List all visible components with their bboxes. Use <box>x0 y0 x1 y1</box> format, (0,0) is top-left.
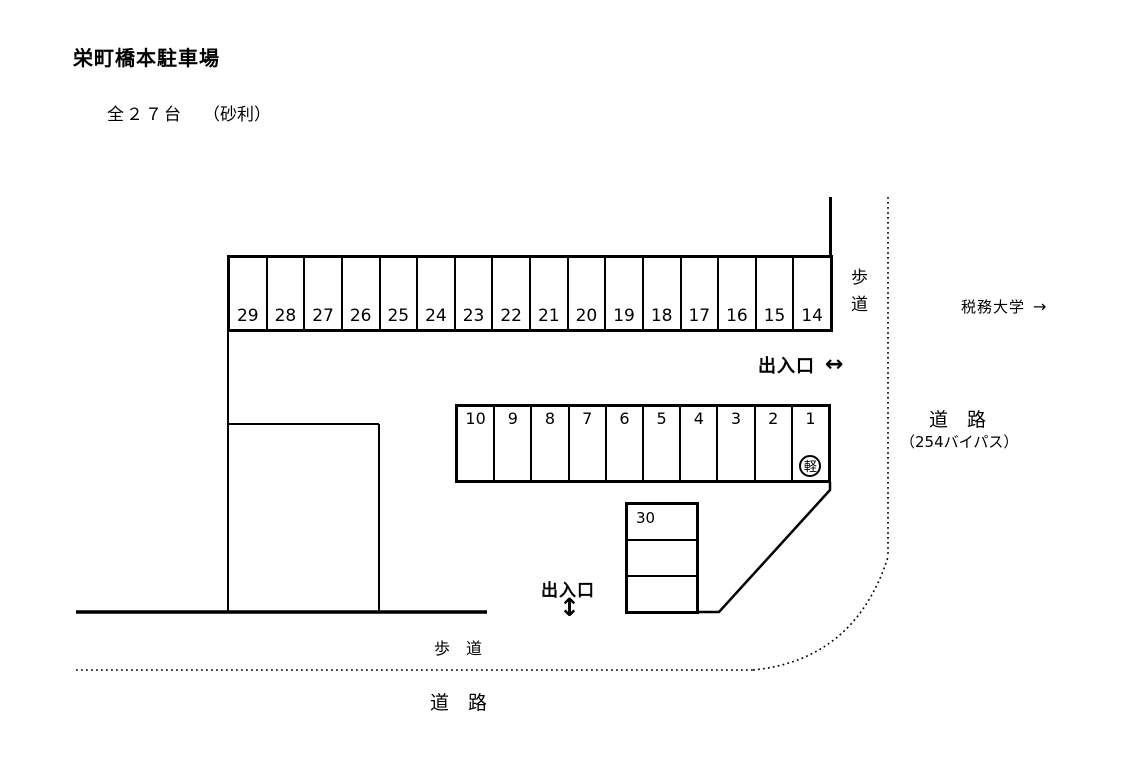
parking-space-19: 19 <box>606 258 644 329</box>
space-number: 6 <box>619 409 630 428</box>
surface-label: （砂利） <box>203 105 271 125</box>
space-number: 15 <box>763 306 786 326</box>
entrance-top: 出入口 ↔ <box>758 352 843 378</box>
entrance-top-label: 出入口 <box>758 356 815 377</box>
parking-space-26: 26 <box>343 258 381 329</box>
space-number: 10 <box>465 409 486 428</box>
parking-space-5: 5 <box>644 407 682 480</box>
space-number: 3 <box>730 409 742 428</box>
parking-space-16: 16 <box>719 258 757 329</box>
space-number: 9 <box>507 409 518 428</box>
space-number: 8 <box>544 409 556 428</box>
parking-space-30: 30 <box>628 505 696 541</box>
space-number: 7 <box>582 409 593 428</box>
parking-space-8: 8 <box>532 407 570 480</box>
parking-space-20: 20 <box>569 258 607 329</box>
right-arrow-icon: → <box>1033 296 1047 316</box>
parking-space-29: 29 <box>230 258 268 329</box>
space-number: 19 <box>613 306 635 326</box>
space-number: 20 <box>575 306 598 326</box>
parking-space-17: 17 <box>682 258 720 329</box>
parking-space-14: 14 <box>794 258 830 329</box>
parking-space-7: 7 <box>570 407 607 480</box>
space-number: 17 <box>688 306 711 326</box>
parking-block-bottom: 30 <box>625 502 699 614</box>
space-number: 16 <box>726 306 748 326</box>
space-number: 18 <box>650 306 673 326</box>
space-number: 26 <box>349 306 372 326</box>
road-bottom-label: 道 路 <box>430 692 488 714</box>
parking-space-blank <box>628 541 696 577</box>
parking-space-25: 25 <box>381 258 419 329</box>
road-right-sub-label: （254バイパス） <box>900 433 1019 451</box>
parking-space-22: 22 <box>493 258 531 329</box>
kei-car-mark: 軽 <box>799 455 822 477</box>
space-number <box>628 550 636 556</box>
parking-space-28: 28 <box>268 258 306 329</box>
space-number: 22 <box>500 306 522 326</box>
space-number: 29 <box>236 306 259 326</box>
space-number: 4 <box>693 409 704 428</box>
space-number: 1 <box>805 409 816 428</box>
parking-space-27: 27 <box>305 258 343 329</box>
parking-space-4: 4 <box>681 407 719 480</box>
up-down-arrow-icon: ↕ <box>559 593 580 622</box>
southeast-diagonal-boundary-line <box>697 482 832 614</box>
parking-space-blank <box>628 577 696 611</box>
parking-space-24: 24 <box>418 258 456 329</box>
parking-space-6: 6 <box>607 407 645 480</box>
space-number <box>628 586 636 592</box>
space-number: 23 <box>462 306 485 326</box>
parking-row-top: 29 28 27 26 25 24 23 22 21 20 19 18 17 16 15 14 <box>227 255 833 332</box>
page-title: 栄町橋本駐車場 <box>73 46 220 70</box>
space-number: 25 <box>387 306 410 326</box>
parking-space-23: 23 <box>456 258 494 329</box>
parking-space-9: 9 <box>495 407 533 480</box>
parking-space-21: 21 <box>531 258 569 329</box>
parking-space-15: 15 <box>757 258 795 329</box>
space-number: 30 <box>636 509 656 527</box>
sidewalk-right-label: 歩道 <box>847 268 867 322</box>
parking-space-3: 3 <box>718 407 756 480</box>
destination-note: 税務大学 → <box>961 296 1046 317</box>
sidewalk-bottom-label: 歩 道 <box>434 639 483 658</box>
parking-space-2: 2 <box>756 407 793 480</box>
road-edge-corner-dotted-line <box>752 556 889 671</box>
left-right-arrow-icon: ↔ <box>825 352 844 377</box>
parking-space-18: 18 <box>644 258 682 329</box>
space-number: 14 <box>801 306 823 326</box>
road-right-label: 道 路 <box>929 409 987 431</box>
space-number: 27 <box>312 306 334 326</box>
capacity-label: 全２７台 <box>107 105 183 125</box>
space-number: 21 <box>537 306 560 326</box>
entrance-bottom-label: 出入口 <box>541 581 595 601</box>
space-number: 2 <box>768 409 779 428</box>
space-number: 28 <box>274 306 297 326</box>
parking-space-10: 10 <box>458 407 496 480</box>
space-number: 24 <box>425 306 447 326</box>
space-number: 5 <box>656 409 667 428</box>
destination-label: 税務大学 <box>961 298 1026 316</box>
